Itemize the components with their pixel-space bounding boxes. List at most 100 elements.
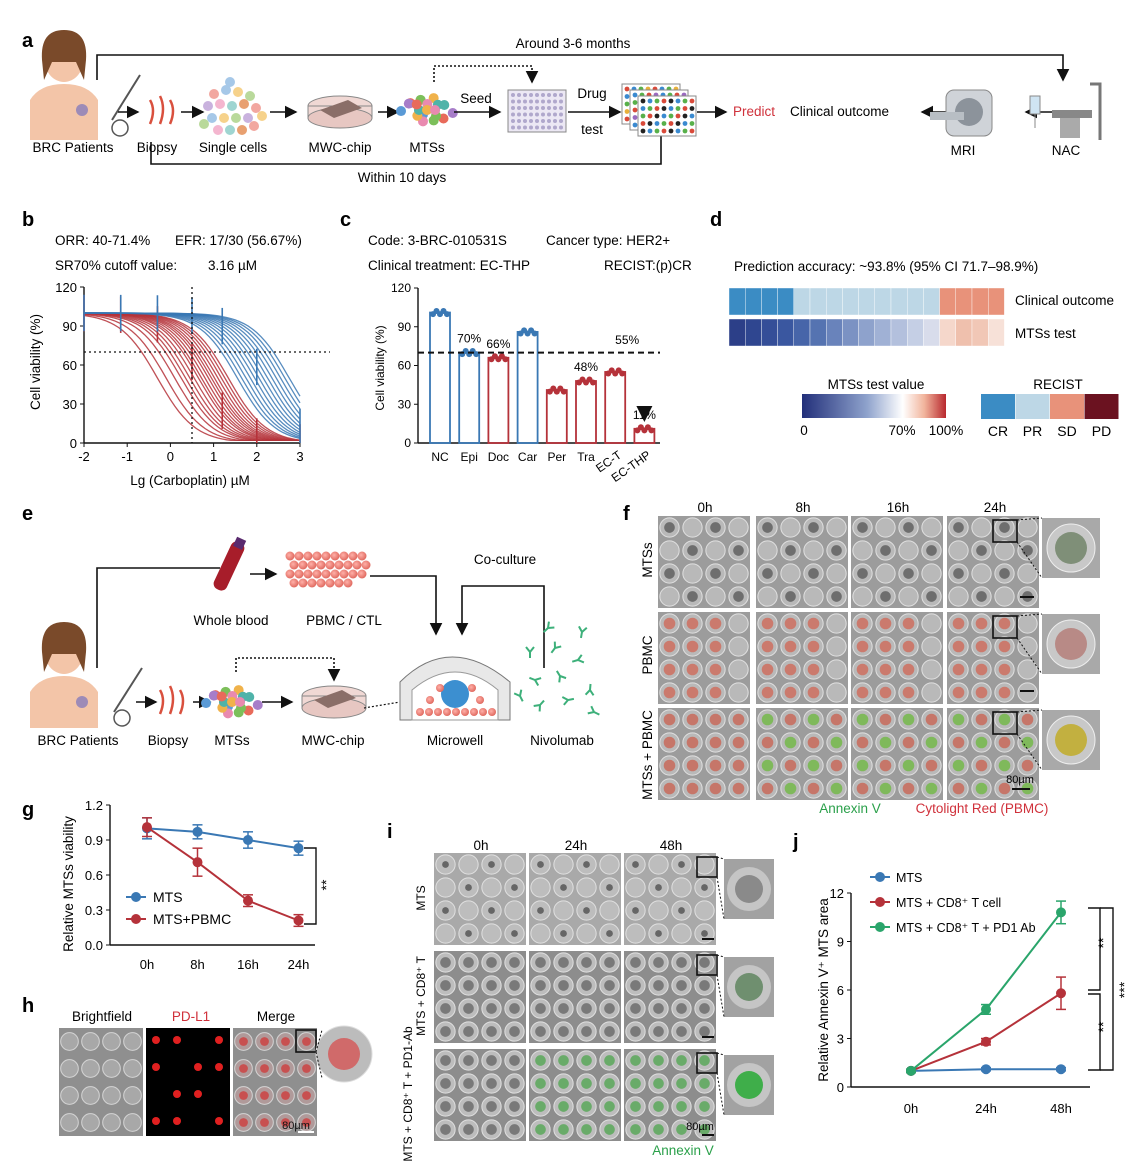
pbmc-well	[998, 640, 1011, 653]
pbmc-well	[784, 640, 797, 653]
chart-g-ylabel: Relative MTSs viability	[61, 816, 76, 952]
plate-well	[682, 113, 688, 119]
pbmc-cells-icon	[285, 551, 371, 588]
plate-well	[624, 86, 630, 92]
bar	[545, 389, 568, 444]
plate-well	[547, 93, 551, 97]
dotted-arrow	[235, 657, 341, 682]
scale-title: MTSs test value	[828, 377, 925, 392]
coculture-well	[709, 782, 722, 795]
plate-well	[529, 119, 533, 123]
plate-well	[541, 125, 545, 130]
label-clinical-outcome: Clinical outcome	[790, 104, 889, 119]
microwell	[481, 877, 502, 898]
antibody	[587, 705, 600, 716]
top-arrow-label: Around 3-6 months	[516, 36, 631, 51]
t-cell	[468, 684, 476, 692]
legend-label: MTS	[153, 889, 183, 905]
microwell	[60, 1059, 79, 1078]
coculture-well	[709, 713, 722, 726]
heat-cell-outcome	[761, 287, 778, 316]
spheroid	[509, 1101, 520, 1112]
cell-dot	[221, 85, 231, 95]
spheroid	[999, 568, 1010, 579]
pdl1-signal	[173, 1036, 181, 1044]
pbmc-cell	[321, 569, 331, 579]
spheroid	[676, 1055, 687, 1066]
spheroid	[699, 1026, 710, 1037]
microwell	[435, 923, 456, 944]
pbmc-well	[952, 617, 965, 630]
label-mwc-chip: MWC-chip	[309, 140, 372, 155]
microwell	[599, 900, 620, 921]
spheroid	[676, 1026, 687, 1037]
legend-annexin-v-i: Annexin V	[652, 1143, 714, 1158]
spheroid	[509, 957, 520, 968]
heat-cell-mtss	[826, 318, 843, 347]
mtss-icon	[201, 685, 263, 719]
pbmc-cell	[357, 569, 367, 579]
time-label-f-2: 16h	[887, 500, 910, 515]
label-merge: Merge	[257, 1009, 295, 1024]
coculture-well	[975, 782, 988, 795]
plate-well	[547, 125, 551, 130]
panel-i: i 0h 24h 48h MTS MTS + CD8⁺ T MTS + CD8⁺…	[387, 821, 774, 1162]
row-label-mts-cd8-pd1: MTS + CD8⁺ T + PD1-Ab	[401, 1026, 415, 1162]
zoom-line	[716, 876, 725, 920]
zoom-box	[992, 615, 1018, 639]
coculture-well	[856, 759, 869, 772]
spheroid	[440, 980, 451, 991]
bar-dot	[444, 311, 450, 318]
pbmc-well	[998, 617, 1011, 630]
spheroid	[762, 522, 773, 533]
recist-label: CR	[988, 423, 1008, 439]
pbmc-well	[975, 663, 988, 676]
cell-dot	[249, 121, 259, 131]
coculture-well	[1021, 713, 1034, 726]
merge-signal	[281, 1091, 290, 1100]
plate-well	[517, 99, 521, 104]
plate-well	[647, 98, 653, 104]
microwell	[1017, 563, 1038, 584]
data-point	[192, 826, 203, 837]
microwell	[1017, 636, 1038, 657]
pbmc-well	[902, 640, 915, 653]
microscopy-grid-f	[658, 516, 1100, 800]
microscopy-grid-h	[59, 1025, 373, 1136]
coculture-well	[784, 713, 797, 726]
plate-well	[682, 106, 688, 111]
zoom-content	[735, 875, 763, 903]
spheroid	[926, 545, 937, 556]
plate-well	[640, 121, 646, 126]
plate-well	[640, 113, 646, 119]
heat-cell-mtss	[874, 318, 892, 347]
plate-well	[640, 106, 646, 111]
significance-bracket	[304, 847, 317, 925]
spheroid	[808, 568, 819, 579]
coculture-well	[998, 782, 1011, 795]
microwell	[948, 540, 969, 561]
spheroid	[509, 1003, 520, 1014]
zoom-content	[735, 1071, 763, 1099]
plate-well	[632, 115, 638, 120]
plate-well	[689, 98, 695, 104]
microwell	[553, 854, 574, 875]
data-point	[1056, 988, 1066, 999]
microwell	[1017, 659, 1038, 680]
spheroid-cell	[208, 690, 219, 701]
heat-cell-outcome	[939, 287, 956, 316]
merge-signal	[302, 1064, 311, 1073]
data-point	[981, 1036, 991, 1047]
microwell	[921, 613, 942, 634]
recist-label: SD	[1057, 423, 1076, 439]
bar-dot	[619, 370, 626, 377]
scale-tick-70: 70%	[888, 423, 915, 438]
spheroid	[440, 957, 451, 968]
cell-dot	[257, 111, 267, 121]
y-tick-label: 60	[63, 358, 77, 373]
label-drug: Drug	[577, 86, 606, 101]
microwell	[826, 659, 847, 680]
data-point	[1056, 1064, 1066, 1075]
spheroid	[710, 522, 721, 533]
